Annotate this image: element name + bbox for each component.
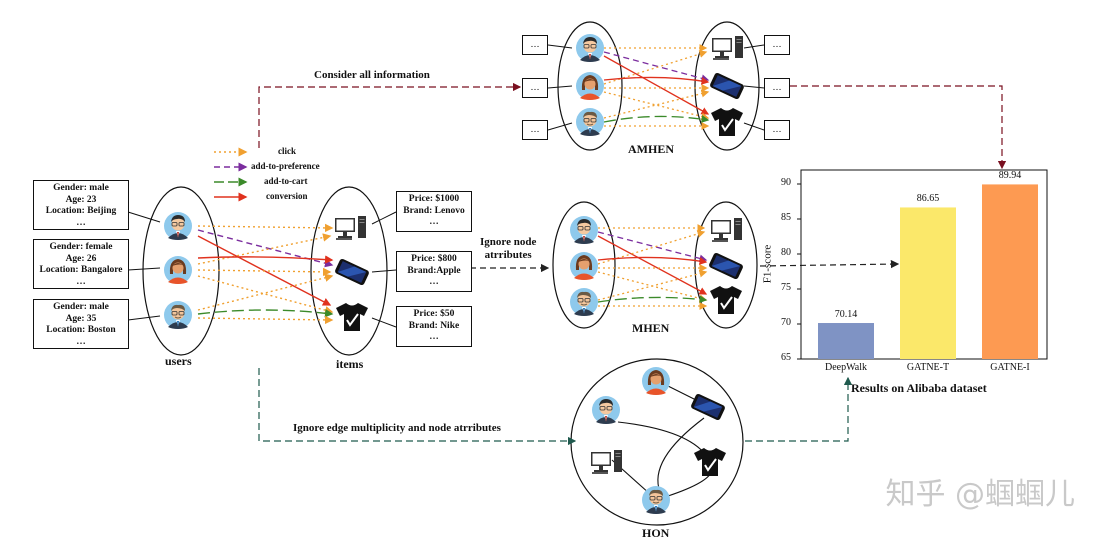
arrow-label-consider-all: Consider all information bbox=[314, 69, 430, 81]
x-category-label: DeepWalk bbox=[825, 362, 867, 373]
person-female-icon bbox=[576, 72, 604, 100]
phone-icon bbox=[690, 392, 726, 422]
ellipsis-box: … bbox=[522, 78, 548, 98]
phone-icon bbox=[708, 251, 744, 281]
legend-add-to-preference: add-to-preference bbox=[251, 161, 320, 171]
legend-conversion: conversion bbox=[266, 191, 308, 201]
users-label: users bbox=[165, 354, 192, 368]
person-older-male-icon bbox=[641, 485, 671, 515]
bar-gatne-t bbox=[900, 207, 956, 359]
person-female-icon bbox=[642, 367, 670, 395]
phone-icon bbox=[709, 71, 745, 101]
y-tick-label: 90 bbox=[781, 177, 791, 188]
computer-icon bbox=[712, 36, 743, 60]
bar-value-label: 89.94 bbox=[998, 170, 1022, 182]
shirt-icon bbox=[710, 107, 744, 137]
ellipsis-box: … bbox=[522, 120, 548, 140]
ellipsis-box: … bbox=[522, 35, 548, 55]
hon-label: HON bbox=[642, 526, 670, 540]
person-male-icon bbox=[569, 215, 599, 245]
person-male-icon bbox=[575, 33, 605, 63]
mhen-items-ellipse bbox=[694, 201, 758, 329]
chart-bars bbox=[818, 184, 1038, 359]
amhen-label: AMHEN bbox=[628, 142, 674, 156]
y-tick-label: 80 bbox=[781, 247, 791, 258]
ellipsis-box: … bbox=[764, 35, 790, 55]
person-female-icon bbox=[570, 252, 598, 280]
computer-icon bbox=[335, 216, 366, 240]
y-tick-label: 75 bbox=[781, 282, 791, 293]
chart-ylabel: F1-score bbox=[761, 244, 774, 284]
computer-icon bbox=[591, 450, 622, 474]
bar-deepwalk bbox=[818, 323, 874, 359]
person-older-male-icon bbox=[163, 300, 193, 330]
items-label: items bbox=[336, 357, 364, 371]
person-older-male-icon bbox=[569, 287, 599, 317]
amhen-items-ellipse bbox=[694, 21, 760, 151]
person-older-male-icon bbox=[575, 107, 605, 137]
bar-gatne-i bbox=[982, 184, 1038, 359]
y-tick-label: 85 bbox=[781, 212, 791, 223]
computer-icon bbox=[711, 218, 742, 242]
chart-title: Results on Alibaba dataset bbox=[851, 381, 987, 395]
watermark: 知乎 @蝈蝈儿 bbox=[885, 477, 1075, 512]
mhen-label: MHEN bbox=[632, 321, 670, 335]
person-male-icon bbox=[163, 211, 193, 241]
shirt-icon bbox=[709, 285, 743, 315]
x-category-label: GATNE-T bbox=[906, 362, 950, 373]
bar-value-label: 70.14 bbox=[834, 309, 858, 321]
shirt-icon bbox=[335, 302, 369, 332]
amhen-users-ellipse bbox=[557, 21, 623, 151]
y-tick-label: 70 bbox=[781, 317, 791, 328]
chart-y-ticks bbox=[797, 183, 801, 360]
shirt-icon bbox=[693, 447, 727, 477]
legend-click: click bbox=[278, 146, 296, 156]
person-male-icon bbox=[591, 395, 621, 425]
person-female-icon bbox=[164, 256, 192, 284]
phone-icon bbox=[334, 257, 370, 287]
legend-add-to-cart: add-to-cart bbox=[264, 176, 308, 186]
ellipsis-box: … bbox=[764, 78, 790, 98]
mhen-users-ellipse bbox=[552, 201, 616, 329]
x-category-label: GATNE-I bbox=[990, 362, 1030, 373]
bar-value-label: 86.65 bbox=[916, 193, 940, 205]
y-tick-label: 65 bbox=[781, 352, 791, 363]
ellipsis-box: … bbox=[764, 120, 790, 140]
arrow-label-ignore-edge-multiplicity: Ignore edge multiplicity and node atrrib… bbox=[293, 422, 501, 434]
